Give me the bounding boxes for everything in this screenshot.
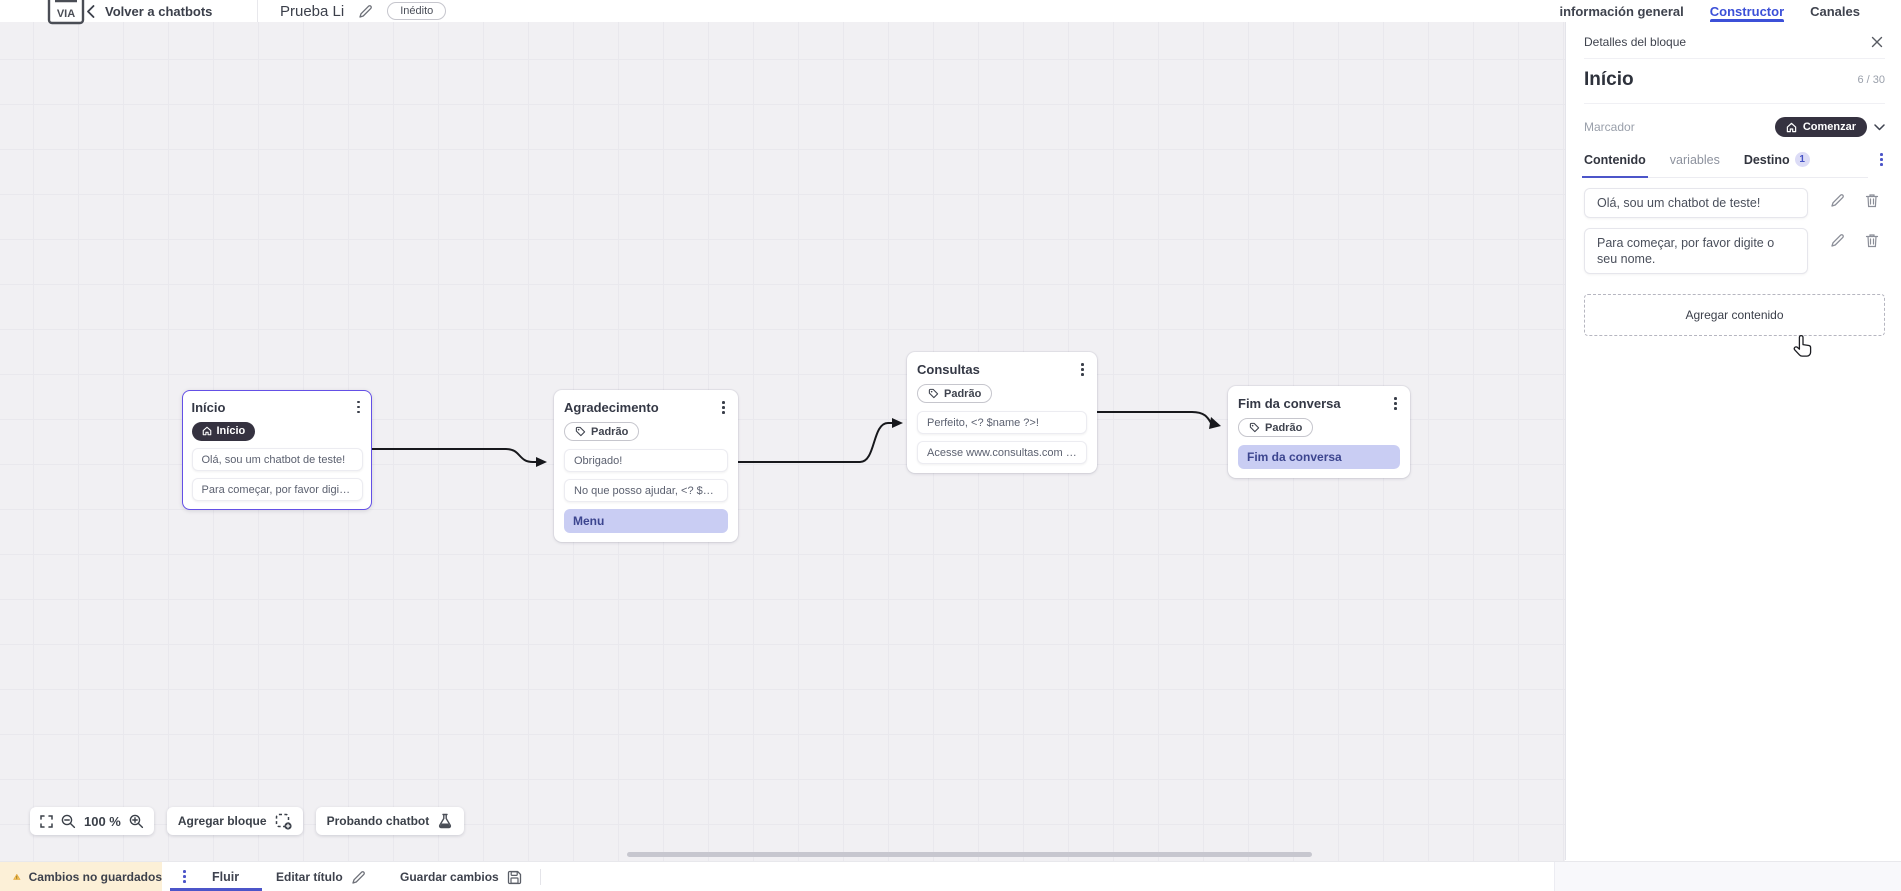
block-name: Início	[1584, 69, 1634, 90]
tab-contenido[interactable]: Contenido	[1582, 152, 1648, 178]
add-block-icon	[275, 813, 292, 830]
connector-consultas-fim	[1096, 411, 1212, 424]
tab-informacion-general[interactable]: información general	[1559, 3, 1684, 19]
save-icon	[507, 870, 521, 884]
block-title: Agradecimento	[564, 400, 659, 415]
edit-title-button[interactable]: Editar título	[276, 862, 366, 891]
marker-label: Marcador	[1584, 120, 1635, 134]
chatbot-title: Prueba Li	[280, 2, 345, 20]
flow-block-inicio[interactable]: Início Início Olá, sou um chatbot de tes…	[182, 390, 372, 510]
block-menu-icon[interactable]	[719, 399, 728, 416]
panel-tabs: Contenido variables Destino 1	[1582, 152, 1885, 178]
destino-count-badge: 1	[1794, 152, 1810, 167]
block-button-fim[interactable]: Fim da conversa	[1238, 445, 1400, 469]
warning-icon	[13, 873, 21, 880]
unsaved-changes-warning: Cambios no guardados	[0, 862, 162, 891]
flow-block-agradecimento[interactable]: Agradecimento Padrão Obrigado! No que po…	[554, 390, 738, 542]
connector-agradecimento-consultas	[736, 422, 894, 463]
content-item-row: Olá, sou um chatbot de teste!	[1584, 188, 1885, 218]
delete-content-icon[interactable]	[1865, 233, 1879, 248]
block-button-menu[interactable]: Menu	[564, 509, 728, 533]
canvas-controls: 100 % Agregar bloque Probando chatbot	[30, 807, 465, 835]
edit-content-icon[interactable]	[1830, 233, 1845, 248]
type-badge: Padrão	[917, 384, 993, 403]
block-message[interactable]: Obrigado!	[564, 449, 728, 472]
panel-title: Detalles del bloque	[1584, 35, 1687, 49]
tab-destino[interactable]: Destino 1	[1744, 152, 1810, 167]
block-menu-icon[interactable]	[1391, 395, 1400, 412]
block-message[interactable]: No que posso ajudar, <? $name ...	[564, 479, 728, 502]
block-title: Início	[191, 399, 226, 415]
edit-title-icon[interactable]	[358, 4, 373, 19]
save-changes-button[interactable]: Guardar cambios	[400, 862, 522, 891]
type-badge: Padrão	[564, 422, 640, 441]
chevron-left-icon	[87, 4, 95, 18]
test-chatbot-button[interactable]: Probando chatbot	[315, 807, 465, 835]
flow-block-consultas[interactable]: Consultas Padrão Perfeito, <? $name ?>! …	[907, 352, 1097, 473]
add-content-button[interactable]: Agregar contenido	[1584, 294, 1885, 336]
pencil-icon	[352, 870, 365, 884]
tab-canales[interactable]: Canales	[1810, 3, 1860, 19]
block-title: Fim da conversa	[1238, 396, 1341, 411]
content-text[interactable]: Olá, sou um chatbot de teste!	[1584, 188, 1808, 218]
tab-variables[interactable]: variables	[1669, 152, 1720, 167]
block-message[interactable]: Para começar, por favor digite o ...	[191, 478, 363, 501]
bottombar-divider	[540, 869, 541, 885]
home-icon	[202, 426, 211, 436]
horizontal-scrollbar[interactable]	[627, 852, 1312, 857]
bottombar-right-strip	[1554, 862, 1901, 891]
block-message[interactable]: Acesse www.consultas.com par...	[917, 441, 1087, 464]
home-icon	[1786, 122, 1797, 132]
flow-block-fim-da-conversa[interactable]: Fim da conversa Padrão Fim da conversa	[1228, 386, 1410, 478]
marker-pill: Comenzar	[1774, 117, 1867, 137]
flask-icon	[439, 813, 452, 829]
svg-text:VIA: VIA	[57, 8, 75, 20]
top-tabs: información general Constructor Canales	[1559, 0, 1860, 22]
block-menu-icon[interactable]	[1078, 361, 1087, 378]
start-badge: Início	[191, 421, 256, 441]
active-flow-tab-underline	[170, 888, 262, 891]
tag-icon	[575, 426, 586, 437]
delete-content-icon[interactable]	[1865, 193, 1879, 208]
chevron-down-icon	[1874, 123, 1885, 130]
connector-inicio-agradecimento	[371, 448, 538, 463]
block-message[interactable]: Perfeito, <? $name ?>!	[917, 411, 1087, 434]
title-group: Prueba Li Inédito	[280, 0, 447, 22]
zoom-in-icon[interactable]	[129, 814, 144, 829]
block-details-panel: Detalles del bloque Início 6 / 30 Marcad…	[1565, 22, 1901, 860]
fullscreen-icon[interactable]	[40, 814, 53, 828]
type-badge: Padrão	[1238, 418, 1314, 437]
back-to-chatbots[interactable]: Volver a chatbots	[86, 0, 212, 22]
block-menu-icon[interactable]	[354, 399, 363, 416]
tab-fluir[interactable]: Fluir	[212, 870, 240, 884]
zoom-out-icon[interactable]	[61, 814, 76, 829]
tag-icon	[928, 388, 939, 399]
status-badge: Inédito	[387, 2, 447, 20]
char-count: 6 / 30	[1857, 74, 1885, 86]
content-text[interactable]: Para começar, por favor digite o seu nom…	[1584, 228, 1808, 274]
topbar-divider	[257, 0, 258, 22]
flow-tab-menu-icon[interactable]	[179, 868, 190, 885]
tab-constructor[interactable]: Constructor	[1709, 0, 1785, 22]
tag-icon	[1249, 422, 1260, 433]
close-icon[interactable]	[1869, 34, 1885, 50]
edit-content-icon[interactable]	[1830, 193, 1845, 208]
zoom-level: 100 %	[84, 813, 121, 829]
zoom-control: 100 %	[30, 807, 154, 835]
block-message[interactable]: Olá, sou um chatbot de teste!	[191, 448, 363, 471]
flow-canvas[interactable]: Início Início Olá, sou um chatbot de tes…	[0, 22, 1565, 861]
block-title: Consultas	[917, 362, 980, 377]
content-item-row: Para começar, por favor digite o seu nom…	[1584, 228, 1885, 274]
panel-menu-icon[interactable]	[1878, 153, 1885, 178]
app-logo-icon: VIA	[46, 0, 88, 27]
bottombar: Cambios no guardados Fluir Editar título…	[0, 861, 1901, 891]
add-block-button[interactable]: Agregar bloque	[166, 807, 303, 835]
marker-select[interactable]: Comenzar	[1774, 117, 1885, 137]
topbar: VIA Volver a chatbots Prueba Li Inédito …	[0, 0, 1901, 25]
back-label: Volver a chatbots	[105, 3, 213, 19]
